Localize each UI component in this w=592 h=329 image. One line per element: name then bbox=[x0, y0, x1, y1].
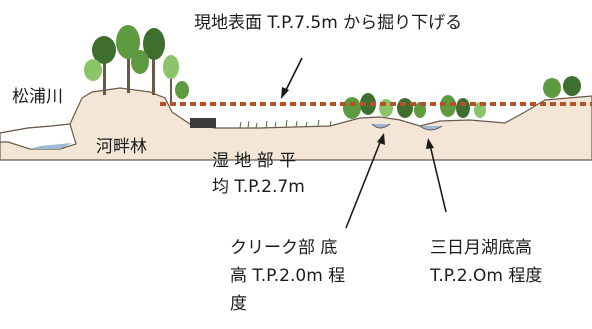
creek-hollow bbox=[371, 123, 391, 129]
arrowheads bbox=[281, 87, 434, 149]
wetland-label-line1: 湿 地 部 平 bbox=[212, 151, 297, 171]
river-water bbox=[30, 143, 72, 149]
wetland-label-line2: 均 T.P.2.7m bbox=[212, 177, 305, 197]
embankment-structure bbox=[190, 118, 216, 128]
river-label: 松浦川 bbox=[12, 87, 63, 107]
creek-label-line1: クリーク部 底 bbox=[230, 238, 338, 258]
river-channel bbox=[0, 123, 77, 150]
creek-label-line3: 度 bbox=[230, 294, 247, 314]
annotation-arrows bbox=[284, 57, 447, 229]
creek-label-line2: 高 T.P.2.0m 程 bbox=[230, 266, 346, 286]
oxbow-label-line1: 三日月湖底高 bbox=[430, 238, 532, 258]
oxbow-lake-hollow bbox=[419, 125, 443, 131]
oxbow-label-line2: T.P.2.Om 程度 bbox=[430, 266, 543, 286]
riverside-forest-label: 河畔林 bbox=[96, 137, 147, 157]
excavation-label: 現地表面 T.P.7.5m から掘り下げる bbox=[194, 13, 463, 33]
wetland-vegetation bbox=[239, 119, 332, 129]
riverside-forest-trees bbox=[84, 25, 189, 105]
